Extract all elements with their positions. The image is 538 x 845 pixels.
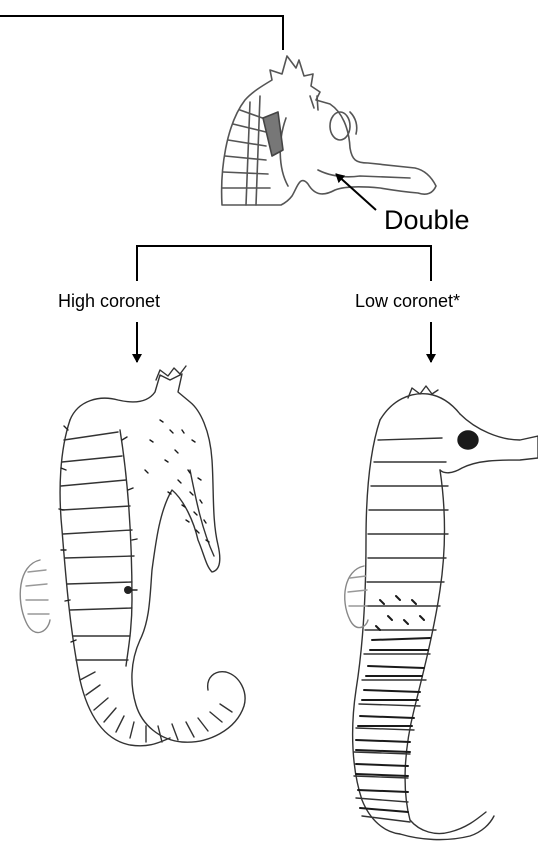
- seahorse-head-sketch-icon: [222, 56, 436, 205]
- incoming-connector: [0, 16, 283, 50]
- seahorse-high-coronet-illustration: [20, 366, 245, 746]
- branch-bracket: [137, 246, 431, 281]
- branch-label-high-coronet: High coronet: [58, 292, 160, 310]
- double-pointer-arrow: [336, 174, 376, 210]
- head-type-label: Double: [384, 207, 470, 234]
- branch-label-low-coronet: Low coronet*: [355, 292, 460, 310]
- seahorse-low-coronet-illustration: [345, 386, 538, 840]
- head-stipple-left: [145, 420, 209, 542]
